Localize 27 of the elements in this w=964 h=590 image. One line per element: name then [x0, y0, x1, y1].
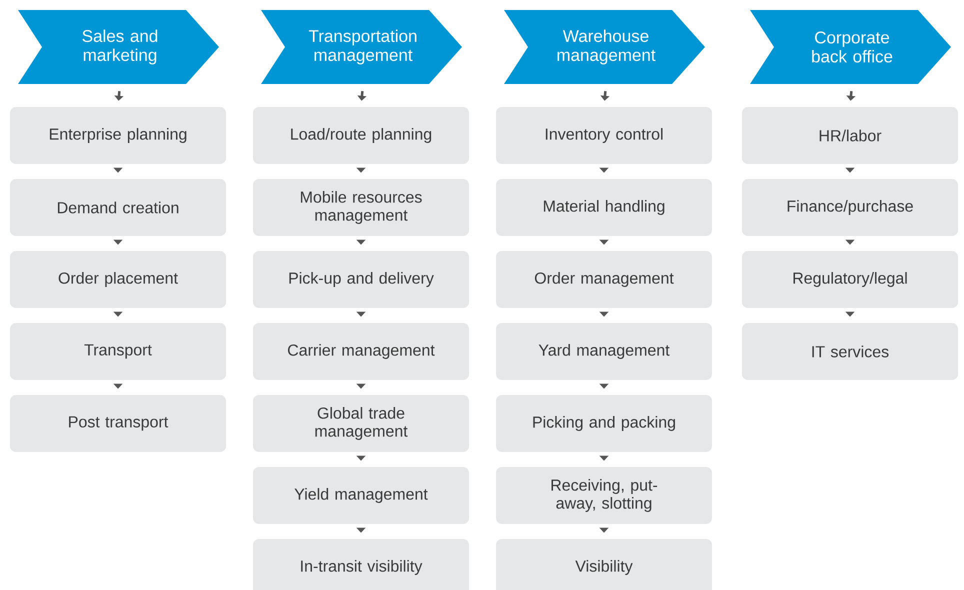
- process-box: Demand creation: [10, 179, 226, 236]
- process-box: Order placement: [10, 251, 226, 308]
- process-box: Carrier management: [253, 323, 469, 380]
- process-box: Yard management: [496, 323, 712, 380]
- process-box: Material handling: [496, 179, 712, 236]
- process-box: Order management: [496, 251, 712, 308]
- process-box: Enterprise planning: [10, 107, 226, 164]
- chevron-header: Corporate back office: [750, 10, 951, 84]
- process-box: Global trade management: [253, 395, 469, 452]
- process-box: Regulatory/legal: [742, 251, 958, 308]
- process-box: Finance/purchase: [742, 179, 958, 236]
- process-box: HR/labor: [742, 107, 958, 164]
- chevron-header: Warehouse management: [504, 10, 705, 84]
- process-box: Inventory control: [496, 107, 712, 164]
- process-box: Transport: [10, 323, 226, 380]
- process-box: Load/route planning: [253, 107, 469, 164]
- process-box: Receiving, put-away, slotting: [496, 467, 712, 524]
- chevron-header: Transportation management: [261, 10, 462, 84]
- chevron-header: Sales and marketing: [18, 10, 219, 84]
- process-box: Visibility: [496, 539, 712, 590]
- process-box: In-transit visibility: [253, 539, 469, 590]
- process-box: Pick-up and delivery: [253, 251, 469, 308]
- process-box: Mobile resources management: [253, 179, 469, 236]
- process-box: IT services: [742, 323, 958, 380]
- process-box: Yield management: [253, 467, 469, 524]
- process-box: Picking and packing: [496, 395, 712, 452]
- process-box: Post transport: [10, 395, 226, 452]
